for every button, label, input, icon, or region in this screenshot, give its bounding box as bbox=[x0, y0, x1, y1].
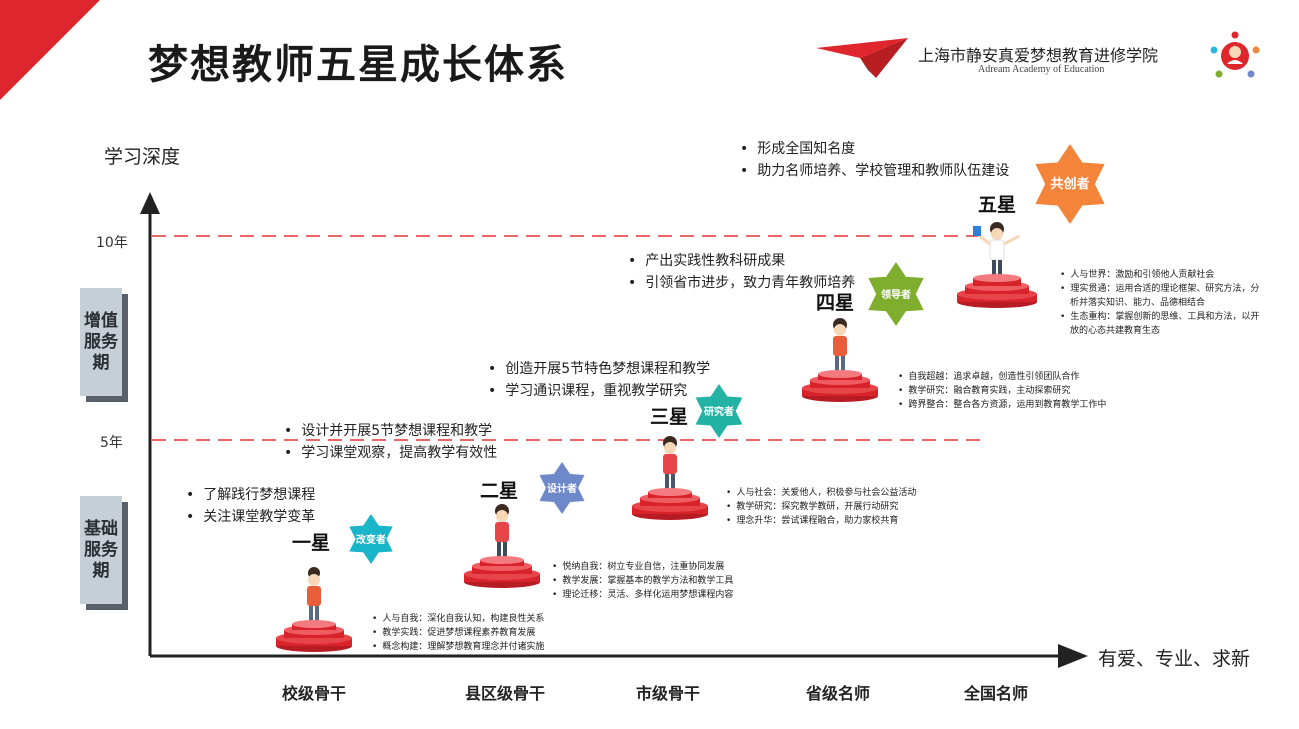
role-badge-co-creator: 共创者 bbox=[1035, 144, 1105, 224]
list-item: 自我超越：追求卓越，创造性引领团队合作 bbox=[898, 370, 1106, 384]
list-item: 引领省市进步，致力青年教师培养 bbox=[628, 272, 855, 294]
org-name-cn: 上海市静安真爱梦想教育进修学院 bbox=[918, 46, 1159, 65]
level-4-podium-figure bbox=[802, 318, 878, 402]
list-item: 教学研究：融合教育实践，主动探索研究 bbox=[898, 384, 1106, 398]
list-item: 设计并开展5节梦想课程和教学 bbox=[284, 420, 497, 442]
level-4-goals: 产出实践性教科研成果 引领省市进步，致力青年教师培养 bbox=[628, 250, 855, 294]
level-5-label: 五星 bbox=[978, 194, 1017, 216]
x-category-district: 县区级骨干 bbox=[464, 684, 546, 703]
list-item: 了解践行梦想课程 bbox=[186, 484, 315, 506]
list-item: 人与社会：关爱他人，积极参与社会公益活动 bbox=[726, 486, 916, 500]
list-item: 悦纳自我：树立专业自信，注重协同发展 bbox=[552, 560, 733, 574]
list-item: 理论迁移：灵活、多样化运用梦想课程内容 bbox=[552, 588, 733, 602]
list-item: 理实贯通：运用合适的理论框架、研究方法，分析并落实知识、能力、品德相结合 bbox=[1060, 282, 1260, 310]
list-item: 生态重构：掌握创新的思维、工具和方法，以开放的心态共建教育生态 bbox=[1060, 310, 1260, 338]
x-category-city: 市级骨干 bbox=[635, 684, 701, 703]
role-label: 研究者 bbox=[704, 405, 734, 418]
academy-emblem-icon bbox=[1210, 31, 1260, 78]
level-1-label: 一星 bbox=[292, 532, 331, 554]
level-5-podium-figure bbox=[957, 222, 1037, 308]
list-item: 关注课堂教学变革 bbox=[186, 506, 315, 528]
list-item: 人与世界：激励和引领他人贡献社会 bbox=[1060, 268, 1260, 282]
level-4-details: 自我超越：追求卓越，创造性引领团队合作 教学研究：融合教育实践，主动探索研究 跨… bbox=[898, 370, 1106, 412]
level-5-goals: 形成全国知名度 助力名师培养、学校管理和教师队伍建设 bbox=[740, 138, 1009, 182]
role-label: 改变者 bbox=[356, 533, 386, 546]
level-1-podium-figure bbox=[276, 567, 352, 652]
level-2-goals: 设计并开展5节梦想课程和教学 学习课堂观察，提高教学有效性 bbox=[284, 420, 497, 464]
list-item: 产出实践性教科研成果 bbox=[628, 250, 855, 272]
level-2-details: 悦纳自我：树立专业自信，注重协同发展 教学发展：掌握基本的教学方法和教学工具 理… bbox=[552, 560, 733, 602]
list-item: 人与自我：深化自我认知，构建良性关系 bbox=[372, 612, 544, 626]
paper-plane-logo-icon bbox=[816, 38, 908, 78]
list-item: 形成全国知名度 bbox=[740, 138, 1009, 160]
level-2-label: 二星 bbox=[480, 480, 519, 502]
level-1-details: 人与自我：深化自我认知，构建良性关系 教学实践：促进梦想课程素养教育发展 概念构… bbox=[372, 612, 544, 654]
role-badge-leader: 领导者 bbox=[868, 262, 924, 326]
x-category-school: 校级骨干 bbox=[281, 684, 347, 703]
y-tick-5-years: 5年 bbox=[100, 435, 123, 451]
role-label: 领导者 bbox=[881, 288, 911, 301]
x-category-province: 省级名师 bbox=[805, 684, 871, 703]
x-axis-label: 有爱、专业、求新 bbox=[1098, 648, 1251, 670]
list-item: 学习通识课程，重视教学研究 bbox=[488, 380, 710, 402]
role-badge-designer: 设计者 bbox=[539, 462, 585, 514]
level-4-label: 四星 bbox=[816, 292, 855, 314]
level-3-goals: 创造开展5节特色梦想课程和教学 学习通识课程，重视教学研究 bbox=[488, 358, 710, 402]
role-label: 共创者 bbox=[1050, 176, 1089, 192]
page-title: 梦想教师五星成长体系 bbox=[148, 42, 568, 88]
level-3-details: 人与社会：关爱他人，积极参与社会公益活动 教学研究：探究教学教研，开展行动研究 … bbox=[726, 486, 916, 528]
role-label: 设计者 bbox=[547, 482, 577, 495]
level-3-label: 三星 bbox=[650, 406, 689, 428]
list-item: 创造开展5节特色梦想课程和教学 bbox=[488, 358, 710, 380]
list-item: 教学实践：促进梦想课程素养教育发展 bbox=[372, 626, 544, 640]
list-item: 跨界整合：整合各方资源，运用到教育教学工作中 bbox=[898, 398, 1106, 412]
org-name-en: Adream Academy of Education bbox=[978, 64, 1105, 75]
list-item: 教学研究：探究教学教研，开展行动研究 bbox=[726, 500, 916, 514]
y-tick-10-years: 10年 bbox=[96, 235, 128, 251]
role-badge-changer: 改变者 bbox=[349, 514, 393, 564]
level-5-details: 人与世界：激励和引领他人贡献社会 理实贯通：运用合适的理论框架、研究方法，分析并… bbox=[1060, 268, 1260, 338]
corner-decoration bbox=[0, 0, 100, 100]
list-item: 教学发展：掌握基本的教学方法和教学工具 bbox=[552, 574, 733, 588]
level-3-podium-figure bbox=[632, 436, 708, 520]
list-item: 学习课堂观察，提高教学有效性 bbox=[284, 442, 497, 464]
period-value-added: 增值服务期 bbox=[80, 288, 122, 396]
list-item: 概念构建：理解梦想教育理念并付诸实施 bbox=[372, 640, 544, 654]
list-item: 理念升华：尝试课程融合，助力家校共育 bbox=[726, 514, 916, 528]
list-item: 助力名师培养、学校管理和教师队伍建设 bbox=[740, 160, 1009, 182]
y-axis-label: 学习深度 bbox=[104, 146, 181, 168]
x-category-national: 全国名师 bbox=[963, 684, 1029, 703]
level-2-podium-figure bbox=[464, 504, 540, 588]
role-badge-researcher: 研究者 bbox=[695, 384, 743, 438]
level-1-goals: 了解践行梦想课程 关注课堂教学变革 bbox=[186, 484, 315, 528]
period-basic: 基础服务期 bbox=[80, 496, 122, 604]
